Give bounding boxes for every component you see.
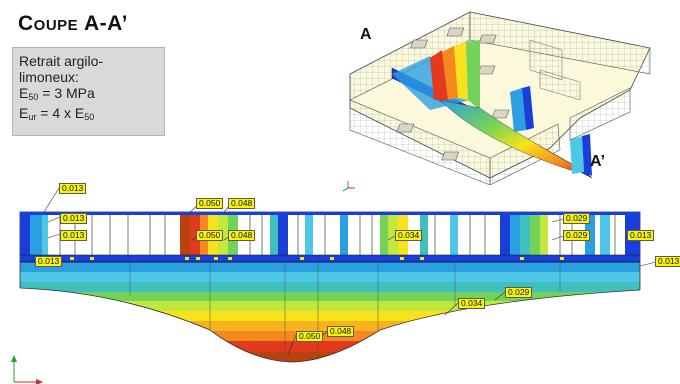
value-tag: 0.013 — [59, 183, 87, 194]
page-title: COUPE A-A’ — [18, 12, 128, 36]
title-word: OUPE — [33, 17, 79, 34]
roof-slab — [20, 212, 640, 215]
e50-value: = 3 MPa — [38, 85, 95, 101]
value-tag: 0.029 — [563, 230, 591, 241]
value-tag: 0.050 — [196, 230, 224, 241]
soil-displacement-bands — [20, 262, 640, 362]
value-tag: 0.034 — [458, 298, 486, 309]
value-tag: 0.013 — [60, 230, 88, 241]
e50-subscript: 50 — [28, 92, 39, 102]
value-tag: 0.048 — [228, 230, 256, 241]
e50-line: E50 = 3 MPa — [19, 85, 158, 105]
value-tag: 0.013 — [60, 213, 88, 224]
structure-frame — [19, 211, 641, 263]
value-tag: 0.013 — [627, 230, 655, 241]
value-tag: 0.013 — [655, 256, 680, 267]
soil-line-1: Retrait argilo- — [19, 53, 104, 69]
value-tag: 0.034 — [395, 230, 423, 241]
e50-symbol: E — [19, 85, 29, 101]
eur-symbol: E — [19, 105, 29, 121]
soil-mesh-lines — [129, 262, 561, 362]
axis-triad-origin — [11, 355, 43, 384]
value-tag: 0.050 — [196, 198, 224, 209]
eur-relation: = 4 x E — [36, 105, 85, 121]
title-section-id: A-A’ — [83, 12, 128, 35]
value-tag: 0.013 — [35, 256, 63, 267]
foundation-slab — [20, 255, 640, 262]
section-label-a-prime: A’ — [590, 153, 606, 170]
slab-markers — [70, 257, 564, 260]
soil-properties-box: Retrait argilo- limoneux: E50 = 3 MPa Eu… — [12, 47, 165, 136]
soil-line-2: limoneux: — [19, 69, 79, 85]
wall-front-right — [569, 87, 631, 141]
value-tag: 0.048 — [228, 198, 256, 209]
value-tag: 0.029 — [563, 213, 591, 224]
wall-front-left — [349, 99, 491, 185]
wall-right-back — [469, 11, 651, 75]
isometric-model-view — [349, 11, 651, 185]
structure-mesh-lines — [59, 212, 616, 262]
eur-subscript: ur — [28, 112, 37, 122]
eur-line: Eur = 4 x E50 — [19, 105, 158, 125]
title-initial: C — [18, 12, 34, 35]
structure-displacement-columns — [20, 212, 640, 262]
section-label-a: A — [360, 26, 372, 43]
value-tag: 0.048 — [327, 326, 355, 337]
eur-e50-subscript: 50 — [84, 112, 95, 122]
value-tag: 0.029 — [505, 287, 533, 298]
value-tag: 0.050 — [296, 331, 324, 342]
wall-front-mid — [489, 123, 561, 185]
